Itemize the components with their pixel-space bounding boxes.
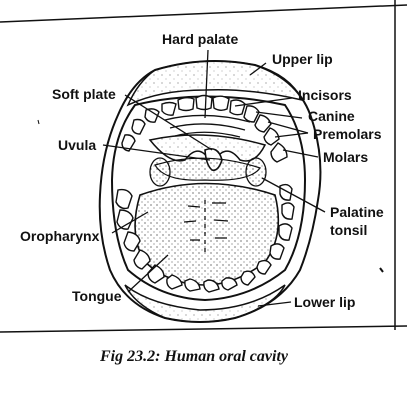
leader-incisors: [234, 97, 293, 107]
label-lower-lip: Lower lip: [294, 294, 355, 310]
mouth-illustration: [98, 60, 322, 323]
label-hard-palate: Hard palate: [162, 31, 238, 47]
palatine-tonsil-right: [245, 157, 267, 187]
scan-mark: [379, 267, 384, 273]
cavity-outline: [110, 95, 307, 302]
lower-molar-tooth: [279, 183, 293, 201]
canine-tooth: [243, 105, 260, 123]
incisor-tooth: [195, 94, 213, 111]
lower-premolar-tooth: [133, 249, 151, 270]
label-tongue: Tongue: [72, 288, 122, 304]
leader-lines: [102, 49, 326, 307]
premolar-tooth: [131, 118, 146, 135]
leader-lower-lip: [257, 301, 292, 307]
label-upper-lip: Upper lip: [272, 51, 333, 67]
premolar-tooth: [254, 114, 272, 133]
lower-canine-tooth: [240, 270, 256, 286]
lower-incisor-tooth: [184, 278, 201, 292]
label-incisors: Incisors: [298, 87, 352, 103]
leader-palatine-tonsil: [261, 177, 326, 213]
label-oropharynx: Oropharynx: [20, 228, 100, 244]
lower-premolar-tooth: [256, 259, 272, 275]
figure-caption: Fig 23.2: Human oral cavity: [99, 348, 289, 365]
lower-lip-shape: [124, 284, 286, 323]
leader-molars: [282, 149, 319, 158]
lower-molar-tooth: [115, 188, 133, 210]
incisor-tooth: [212, 95, 230, 111]
lower-molar-tooth: [278, 223, 293, 241]
molar-tooth: [270, 142, 288, 163]
label-tonsil: tonsil: [330, 222, 367, 238]
bottom-border-line: [0, 325, 407, 333]
top-border-line: [0, 4, 407, 23]
label-uvula: Uvula: [58, 137, 96, 153]
label-molars: Molars: [323, 149, 368, 165]
incisor-tooth: [177, 97, 195, 112]
leader-upper-lip: [249, 62, 267, 76]
label-canine: Canine: [308, 108, 355, 124]
canine-tooth: [161, 101, 177, 116]
lower-molar-tooth: [116, 209, 134, 230]
leader-soft-plate: [124, 94, 213, 151]
scan-mark: [37, 119, 40, 125]
label-premolars: Premolars: [313, 126, 382, 142]
leader-premolars-2: [274, 132, 309, 138]
lower-incisor-tooth: [166, 274, 183, 290]
label-palatine: Palatine: [330, 204, 384, 220]
premolar-tooth: [263, 127, 280, 146]
hard-palate-ridges: [164, 114, 251, 138]
lower-incisor-tooth: [221, 277, 238, 291]
label-soft-plate: Soft plate: [52, 86, 116, 102]
incisor-tooth: [229, 99, 246, 116]
tongue-marks: [183, 200, 229, 255]
lower-molar-tooth: [281, 202, 295, 220]
leader-premolars: [267, 121, 309, 134]
leader-hard-palate: [204, 49, 209, 119]
upper-teeth: [121, 94, 288, 163]
leader-uvula: [102, 144, 211, 161]
lower-premolar-tooth: [269, 243, 285, 260]
palatine-tonsil-left: [149, 157, 171, 187]
leader-oropharynx: [111, 211, 149, 234]
leader-canine: [255, 111, 303, 119]
lower-teeth: [115, 183, 295, 293]
leader-tongue: [127, 254, 169, 293]
molar-tooth: [121, 134, 136, 152]
upper-lip-shape: [126, 60, 304, 107]
lower-premolar-tooth: [123, 231, 141, 252]
premolar-tooth: [144, 108, 160, 123]
lower-incisor-tooth: [203, 279, 220, 293]
